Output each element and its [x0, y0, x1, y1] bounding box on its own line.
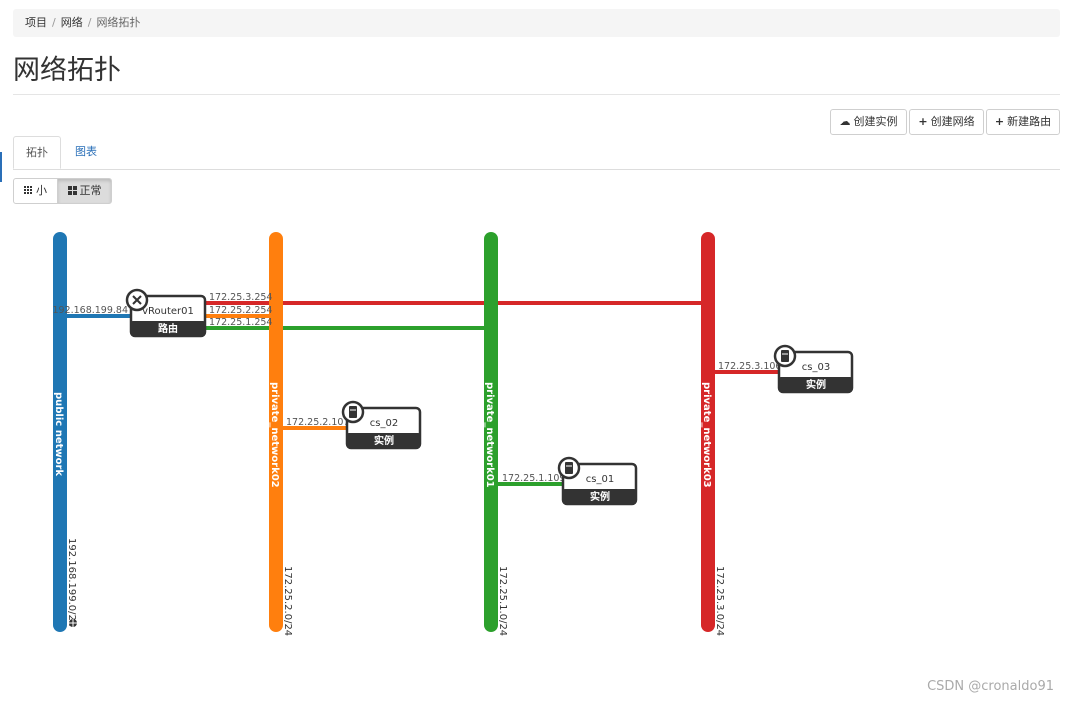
port-ip-router-public: 192.168.199.84	[52, 305, 128, 316]
instance-name-cs02: cs_02	[370, 418, 398, 429]
server-icon	[341, 400, 365, 424]
breadcrumb-item-project[interactable]: 项目	[25, 16, 47, 29]
watermark: CSDN @cronaldo91	[927, 679, 1054, 694]
port-ip-router-net01: 172.25.1.254	[209, 317, 272, 328]
network-bar-net02[interactable]	[269, 232, 283, 632]
view-tabs: 拓扑 图表	[13, 136, 1060, 170]
network-cidr-net01: 172.25.1.0/24	[497, 566, 508, 636]
network-cidr-net03: 172.25.3.0/24	[714, 566, 725, 636]
breadcrumb-separator: /	[87, 16, 92, 29]
create-network-label: 创建网络	[930, 115, 975, 128]
router-type-label: 路由	[158, 322, 178, 335]
instance-type-cs02: 实例	[374, 434, 394, 447]
network-cidr-net02: 172.25.2.0/24	[282, 566, 293, 636]
size-small-toggle[interactable]: 小	[13, 178, 58, 204]
create-instance-label: 创建实例	[853, 115, 898, 128]
create-router-label: 新建路由	[1007, 115, 1052, 128]
network-name-net03: private_network03	[701, 382, 712, 488]
port-ip-cs02: 172.25.2.107	[286, 417, 349, 428]
create-network-button[interactable]: +创建网络	[909, 109, 984, 135]
cloud-upload-icon: ☁	[839, 115, 851, 128]
size-normal-label: 正常	[79, 184, 102, 197]
globe-icon	[69, 619, 77, 627]
port-ip-router-net03: 172.25.3.254	[209, 292, 272, 303]
title-divider	[13, 94, 1060, 95]
instance-node-cs01[interactable]: cs_01 实例	[557, 456, 638, 506]
size-normal-toggle[interactable]: 正常	[57, 178, 112, 204]
network-name-net01: private_network01	[484, 382, 495, 488]
instance-type-cs03: 实例	[806, 378, 826, 391]
instance-node-cs02[interactable]: cs_02 实例	[341, 400, 422, 450]
create-instance-button[interactable]: ☁创建实例	[830, 109, 907, 135]
instance-name-cs01: cs_01	[586, 474, 614, 485]
port-ip-cs01: 172.25.1.109	[502, 473, 565, 484]
network-name-net02: private_network02	[269, 382, 280, 488]
instance-node-cs03[interactable]: cs_03 实例	[773, 344, 854, 394]
port-ip-router-net02: 172.25.2.254	[209, 305, 272, 316]
server-icon	[557, 456, 581, 480]
instance-name-cs03: cs_03	[802, 362, 830, 373]
router-icon	[125, 288, 149, 312]
tab-topology[interactable]: 拓扑	[13, 136, 61, 169]
network-bar-public[interactable]	[53, 232, 67, 632]
port-ip-cs03: 172.25.3.106	[718, 361, 781, 372]
tab-graph[interactable]: 图表	[75, 145, 97, 158]
breadcrumb-item-network[interactable]: 网络	[60, 16, 83, 29]
grid-small-icon	[24, 186, 33, 195]
create-router-button[interactable]: +新建路由	[986, 109, 1060, 135]
network-cidr-public: 192.168.199.0/24	[66, 538, 77, 627]
server-icon	[773, 344, 797, 368]
breadcrumb-separator: /	[52, 16, 56, 29]
breadcrumb-item-current: 网络拓扑	[96, 16, 141, 29]
grid-large-icon	[67, 186, 77, 195]
network-bar-net01[interactable]	[484, 232, 498, 632]
breadcrumb: 项目 / 网络 / 网络拓扑	[13, 9, 1060, 37]
instance-type-cs01: 实例	[590, 490, 610, 503]
router-node-vrouter01[interactable]: vRouter01 路由	[125, 288, 207, 338]
router-name: vRouter01	[142, 306, 194, 317]
plus-icon: +	[994, 115, 1005, 128]
page-title: 网络拓扑	[13, 55, 121, 86]
sidebar-edge-marker	[0, 152, 2, 182]
network-bar-net03[interactable]	[701, 232, 715, 632]
network-name-public: public network	[53, 392, 64, 476]
size-small-label: 小	[36, 184, 47, 197]
plus-icon: +	[918, 115, 928, 128]
